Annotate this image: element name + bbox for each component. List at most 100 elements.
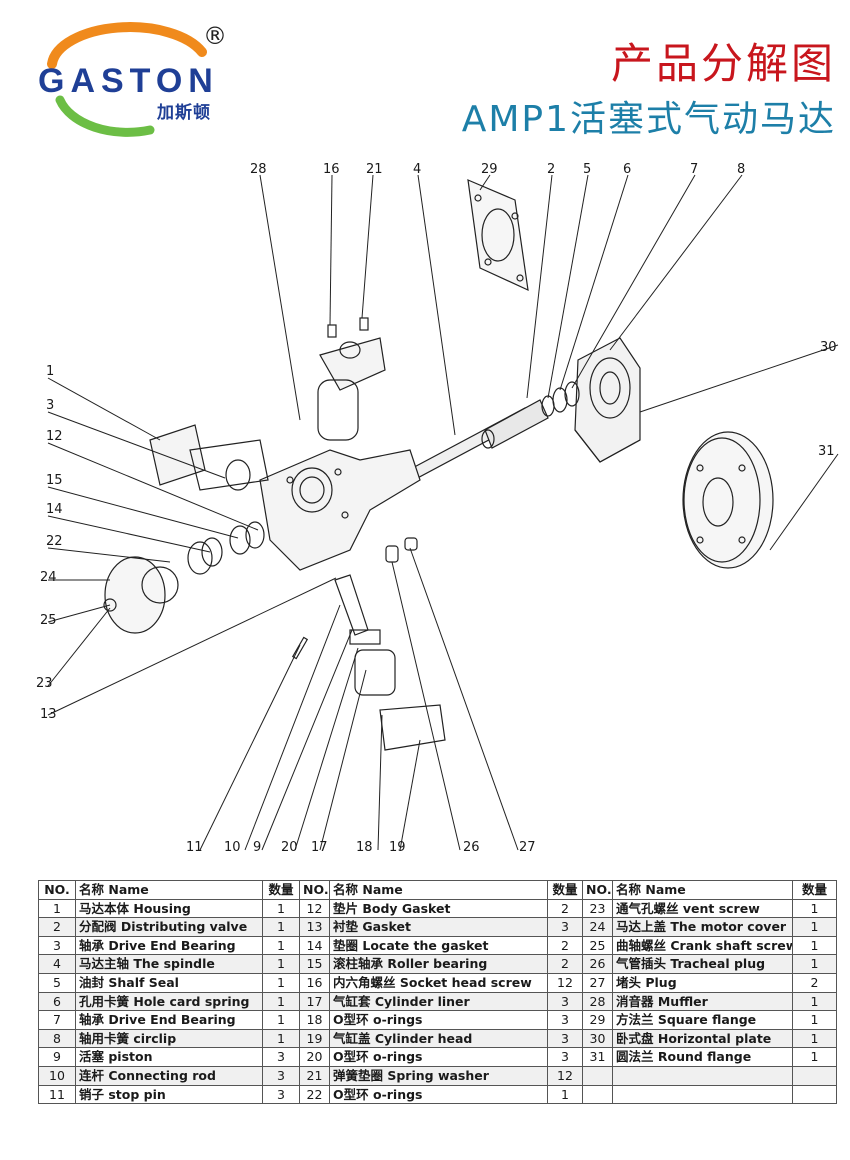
part-name: 垫片 Body Gasket	[329, 898, 548, 919]
page-subtitle: AMP1活塞式气动马达	[461, 99, 836, 140]
leader-2	[526, 174, 553, 399]
horizontal-plate-part	[574, 337, 641, 463]
part-quantity: 1	[262, 991, 300, 1012]
header-name: 名称 Name	[612, 880, 793, 900]
callout-18: 18	[356, 840, 373, 855]
part-number: 15	[299, 954, 330, 974]
leader-3	[47, 411, 226, 479]
callout-7: 7	[690, 162, 698, 177]
leader-16	[329, 174, 333, 326]
part-number: 19	[299, 1028, 330, 1049]
part-quantity: 2	[547, 898, 583, 919]
leader-17	[319, 669, 367, 851]
callout-29: 29	[481, 162, 498, 177]
part-number: 12	[299, 898, 330, 919]
header-no: NO.	[38, 880, 76, 900]
part-number	[582, 1084, 613, 1105]
part-number: 28	[582, 991, 613, 1012]
square-flange-part	[467, 179, 529, 292]
leader-12	[47, 442, 259, 531]
part-name: 曲轴螺丝 Crank shaft screw	[612, 935, 793, 956]
part-name	[612, 1065, 793, 1086]
part-number: 20	[299, 1047, 330, 1067]
part-number: 14	[299, 935, 330, 956]
leader-27	[409, 547, 519, 851]
parts-table: NO. 名称 Name 数量 NO. 名称 Name 数量 NO. 名称 Nam…	[38, 880, 837, 1105]
part-number: 29	[582, 1010, 613, 1030]
part-name: 通气孔螺丝 vent screw	[612, 898, 793, 919]
part-name: 气管插头 Tracheal plug	[612, 954, 793, 974]
leader-11	[199, 644, 301, 851]
part-name	[612, 1084, 793, 1105]
callout-13: 13	[40, 707, 57, 722]
leader-8	[609, 174, 743, 351]
part-number: 9	[38, 1047, 76, 1067]
part-quantity: 3	[262, 1065, 300, 1086]
callout-21: 21	[366, 162, 383, 177]
part-quantity: 1	[792, 917, 837, 937]
part-number: 23	[582, 898, 613, 919]
part-quantity: 3	[547, 1010, 583, 1030]
callout-30: 30	[820, 340, 837, 355]
part-name: 销子 stop pin	[75, 1084, 263, 1105]
leader-10	[244, 604, 341, 851]
callout-19: 19	[389, 840, 406, 855]
callout-23: 23	[36, 676, 53, 691]
callout-9: 9	[253, 840, 261, 855]
part-quantity: 1	[262, 1010, 300, 1030]
callout-5: 5	[583, 162, 591, 177]
registered-mark: ®	[203, 22, 227, 50]
callout-26: 26	[463, 840, 480, 855]
part-quantity: 3	[547, 1028, 583, 1049]
part-number: 30	[582, 1028, 613, 1049]
part-quantity: 3	[262, 1084, 300, 1105]
leader-23	[47, 607, 111, 687]
callout-22: 22	[46, 534, 63, 549]
part-number: 24	[582, 917, 613, 937]
callout-17: 17	[311, 840, 328, 855]
callout-3: 3	[46, 398, 54, 413]
part-name: O型环 o-rings	[329, 1084, 548, 1105]
part-number: 7	[38, 1010, 76, 1030]
part-name: 油封 Shalf Seal	[75, 972, 263, 993]
leader-26	[391, 561, 461, 851]
part-name: 孔用卡簧 Hole card spring	[75, 991, 263, 1012]
bottom-cylinder-assembly	[291, 574, 446, 751]
callout-11: 11	[186, 840, 203, 855]
part-number	[582, 1065, 613, 1086]
callout-14: 14	[46, 502, 63, 517]
leader-30	[639, 344, 839, 413]
part-quantity: 2	[792, 972, 837, 993]
part-quantity: 1	[792, 954, 837, 974]
part-quantity: 1	[262, 972, 300, 993]
part-name: 弹簧垫圈 Spring washer	[329, 1065, 548, 1086]
leader-28	[259, 174, 301, 421]
leader-7	[571, 174, 696, 389]
part-quantity: 1	[792, 898, 837, 919]
left-cylinder-assembly	[149, 424, 269, 491]
top-cylinder-assembly	[317, 317, 386, 441]
part-quantity: 3	[547, 991, 583, 1012]
part-quantity: 1	[262, 917, 300, 937]
leader-18	[377, 714, 383, 851]
part-name: 内六角螺丝 Socket head screw	[329, 972, 548, 993]
callout-15: 15	[46, 473, 63, 488]
part-name: 轴用卡簧 circlip	[75, 1028, 263, 1049]
left-bearing-stack	[187, 521, 265, 575]
table-header-row: NO. 名称 Name 数量 NO. 名称 Name 数量 NO. 名称 Nam…	[38, 880, 837, 900]
leader-6	[559, 174, 629, 391]
callout-24: 24	[40, 570, 57, 585]
leader-4	[417, 174, 456, 436]
part-name: 衬垫 Gasket	[329, 917, 548, 937]
callout-4: 4	[413, 162, 421, 177]
part-quantity: 1	[262, 1028, 300, 1049]
part-number: 21	[299, 1065, 330, 1086]
leader-31	[769, 453, 839, 551]
